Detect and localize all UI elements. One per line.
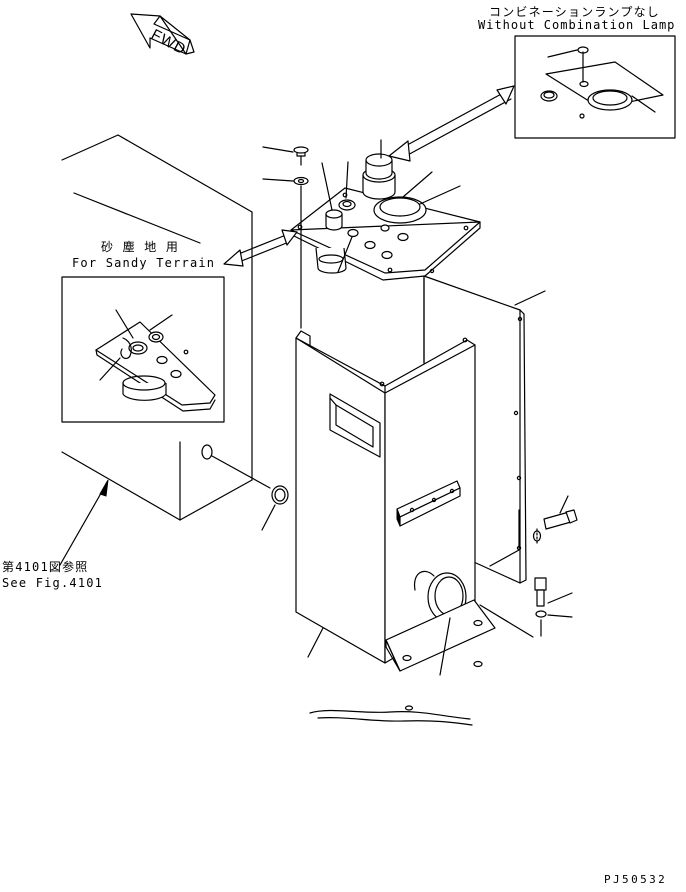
sandy-terrain-label-en: For Sandy Terrain: [72, 256, 216, 270]
top-plate-assembly: [262, 139, 481, 364]
without-lamp-label-en: Without Combination Lamp: [478, 18, 676, 32]
arrow-to-lamp-detail: [388, 85, 515, 162]
sandy-terrain-label-jp: 砂 塵 地 用: [101, 240, 180, 254]
detail-sandy-terrain: [61, 276, 225, 423]
detail-without-lamp: [514, 35, 676, 139]
drawing-id: PJ50532: [604, 873, 668, 886]
fwd-arrow: FWD: [130, 13, 195, 59]
without-lamp-label-jp: コンビネーションランプなし: [489, 5, 661, 19]
floor-break-line: [309, 705, 473, 726]
side-cover-plate: [423, 268, 546, 638]
see-fig-label-en: See Fig.4101: [2, 576, 104, 590]
hydraulic-tank-left: [59, 134, 289, 566]
bolts-right: [532, 495, 578, 637]
tank-body: [295, 330, 496, 676]
arrow-to-sandy-detail: [223, 229, 298, 267]
see-fig-label-jp: 第4101図参照: [2, 560, 89, 574]
